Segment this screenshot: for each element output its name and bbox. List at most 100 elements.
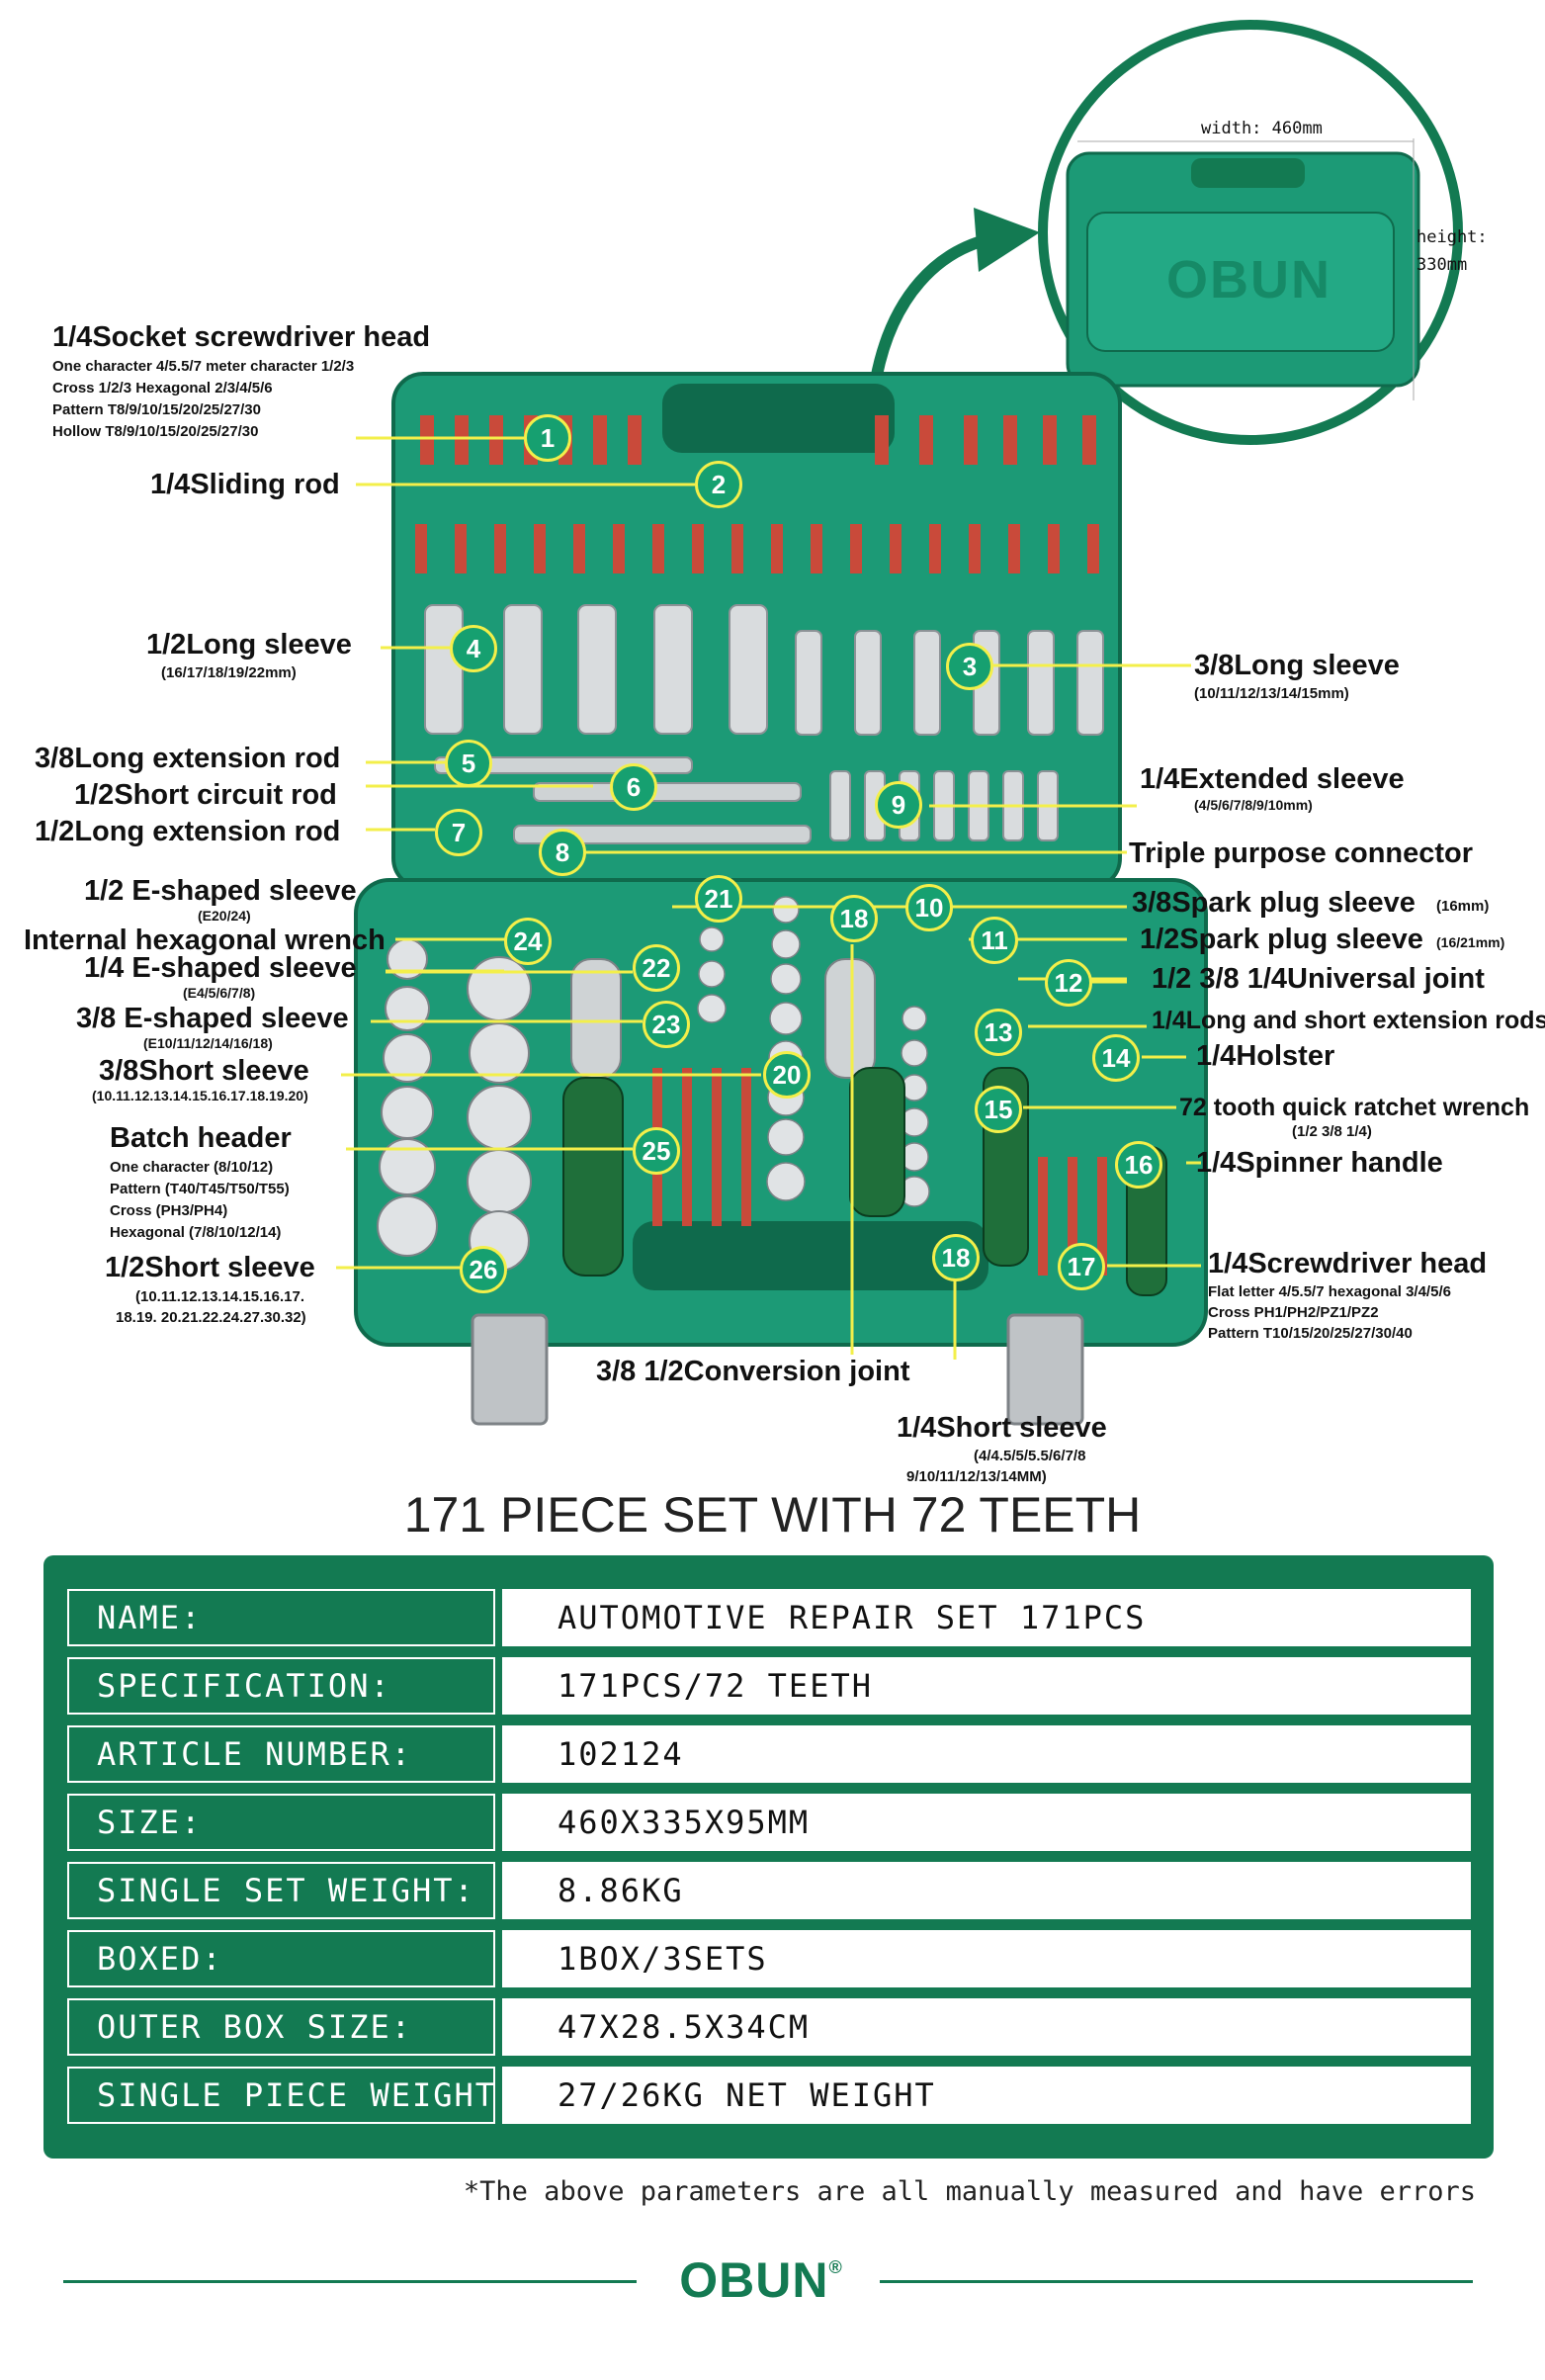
callout-8: 8: [539, 829, 586, 876]
spec-value: 47X28.5X34CM: [502, 1998, 1471, 2056]
label-1-line-4: Hollow T8/9/10/15/20/25/27/30: [52, 423, 259, 440]
callout-16: 16: [1115, 1141, 1162, 1189]
case-handle-bottom: [633, 1221, 988, 1290]
spec-label: SPECIFICATION:: [67, 1657, 495, 1715]
small-sockets: [697, 896, 930, 1207]
label-25-line-3: Cross (PH3/PH4): [110, 1202, 228, 1219]
label-25-line-4: Hexagonal (7/8/10/12/14): [110, 1224, 282, 1241]
spec-value: 171PCS/72 TEETH: [502, 1657, 1471, 1715]
spec-row: NAME: AUTOMOTIVE REPAIR SET 171PCS: [67, 1589, 1471, 1646]
label-batch-header: Batch header: [110, 1122, 292, 1154]
label-17-line-3: Pattern T10/15/20/25/27/30/40: [1208, 1325, 1413, 1342]
tool-case-illustration: [336, 20, 1463, 1426]
label-3-8-e-shaped-sleeve: 3/8 E-shaped sleeve: [76, 1003, 349, 1034]
callout-26: 26: [460, 1246, 507, 1293]
callout-24: 24: [504, 918, 552, 965]
label-spinner-handle: 1/4Spinner handle: [1196, 1147, 1443, 1179]
label-19-line-1: (4/4.5/5/5.5/6/7/8: [974, 1448, 1086, 1464]
long-sleeves: [424, 604, 1104, 736]
callout-22: 22: [633, 944, 680, 992]
ratchets: [562, 958, 1167, 1296]
product-photo: width: 460mm height: 330mm OBUN 1 2 3 4 …: [24, 20, 1545, 1485]
callout-15: 15: [975, 1086, 1022, 1133]
callout-18a: 18: [830, 895, 878, 942]
label-universal-joint: 1/2 3/8 1/4Universal joint: [1152, 963, 1485, 995]
label-conversion-joint: 3/8 1/2Conversion joint: [596, 1356, 910, 1387]
callout-13: 13: [975, 1009, 1022, 1056]
extension-rods: [434, 756, 812, 844]
label-11-sub: (16/21mm): [1436, 934, 1505, 950]
callout-21: 21: [695, 875, 742, 923]
spec-value: AUTOMOTIVE REPAIR SET 171PCS: [502, 1589, 1471, 1646]
label-1-line-2: Cross 1/2/3 Hexagonal 2/3/4/5/6: [52, 380, 273, 397]
label-socket-screwdriver-head: 1/4Socket screwdriver head: [52, 321, 431, 353]
spec-table: NAME: AUTOMOTIVE REPAIR SET 171PCS SPECI…: [43, 1555, 1494, 2159]
bits-row-2: [415, 524, 1099, 573]
case-handle-top: [662, 384, 895, 453]
label-3-8-long-sleeve: 3/8Long sleeve: [1194, 650, 1400, 681]
callout-14: 14: [1092, 1034, 1140, 1082]
callout-5: 5: [445, 740, 492, 787]
callout-17: 17: [1058, 1243, 1105, 1290]
spec-label: BOXED:: [67, 1930, 495, 1987]
spec-value: 460X335X95MM: [502, 1794, 1471, 1851]
label-extension-rods: 1/4Long and short extension rods: [1152, 1007, 1545, 1034]
label-half-long-sleeve: 1/2Long sleeve: [146, 629, 352, 661]
spec-row: SINGLE PIECE WEIGHT: 27/26KG NET WEIGHT: [67, 2067, 1471, 2124]
spec-label: ARTICLE NUMBER:: [67, 1725, 495, 1783]
callout-11: 11: [971, 917, 1018, 964]
label-15-sub: (1/2 3/8 1/4): [1292, 1123, 1372, 1140]
callout-23: 23: [643, 1001, 690, 1048]
inset-case-brand: OBUN: [1166, 250, 1331, 309]
spec-value: 8.86KG: [502, 1862, 1471, 1919]
label-25-line-1: One character (8/10/12): [110, 1159, 274, 1176]
spec-row: BOXED: 1BOX/3SETS: [67, 1930, 1471, 1987]
callout-2: 2: [695, 461, 742, 508]
callout-25: 25: [633, 1127, 680, 1175]
callout-18b: 18: [932, 1234, 980, 1281]
label-10-sub: (16mm): [1436, 898, 1490, 915]
label-23-sub: (E10/11/12/14/16/18): [143, 1035, 273, 1051]
spec-value: 1BOX/3SETS: [502, 1930, 1471, 1987]
spec-row: ARTICLE NUMBER: 102124: [67, 1725, 1471, 1783]
inset-width-label: width: 460mm: [1201, 119, 1323, 138]
spec-label: SINGLE SET WEIGHT:: [67, 1862, 495, 1919]
label-screwdriver-head: 1/4Screwdriver head: [1208, 1248, 1488, 1279]
disclaimer: *The above parameters are all manually m…: [463, 2176, 1476, 2207]
label-17-line-2: Cross PH1/PH2/PZ1/PZ2: [1208, 1304, 1379, 1321]
label-4-sub: (16/17/18/19/22mm): [161, 664, 297, 681]
spec-row: OUTER BOX SIZE: 47X28.5X34CM: [67, 1998, 1471, 2056]
label-1-2-spark-plug-sleeve: 1/2Spark plug sleeve: [1140, 924, 1423, 955]
label-1-line-1: One character 4/5.5/7 meter character 1/…: [52, 358, 355, 375]
spec-row: SIZE: 460X335X95MM: [67, 1794, 1471, 1851]
inset-arrowhead: [974, 208, 1040, 272]
label-sliding-rod: 1/4Sliding rod: [150, 469, 340, 500]
inset-height-value: 330mm: [1416, 255, 1468, 275]
label-19-line-2: 9/10/11/12/13/14MM): [906, 1468, 1047, 1485]
spec-label: SINGLE PIECE WEIGHT:: [67, 2067, 515, 2124]
callout-9: 9: [875, 781, 922, 829]
callout-lines: [336, 436, 1201, 1360]
label-short-circuit-rod: 1/2Short circuit rod: [74, 779, 337, 811]
label-25-line-2: Pattern (T40/T45/T50/T55): [110, 1181, 290, 1197]
spec-value: 27/26KG NET WEIGHT: [502, 2067, 1471, 2124]
label-1-2-long-extension-rod: 1/2Long extension rod: [35, 816, 341, 847]
label-quick-ratchet-wrench: 72 tooth quick ratchet wrench: [1179, 1094, 1530, 1121]
label-1-4-e-shaped-sleeve: 1/4 E-shaped sleeve: [84, 952, 357, 984]
label-1-2-e-shaped-sleeve: 1/2 E-shaped sleeve: [84, 875, 357, 907]
callout-1: 1: [524, 414, 571, 462]
label-17-line-1: Flat letter 4/5.5/7 hexagonal 3/4/5/6: [1208, 1283, 1451, 1300]
callout-12: 12: [1045, 959, 1092, 1007]
label-21-sub: (E20/24): [198, 908, 251, 924]
label-internal-hexagonal-wrench: Internal hexagonal wrench: [24, 925, 386, 956]
registered-mark: ®: [828, 2257, 843, 2277]
spec-label: SIZE:: [67, 1794, 495, 1851]
callout-3: 3: [946, 643, 993, 690]
label-26-line-1: (10.11.12.13.14.15.16.17.: [135, 1288, 304, 1305]
label-1-line-3: Pattern T8/9/10/15/20/25/27/30: [52, 401, 261, 418]
label-3-sub: (10/11/12/13/14/15mm): [1194, 685, 1349, 702]
inset-height-label: height:: [1416, 227, 1488, 247]
spec-row: SPECIFICATION: 171PCS/72 TEETH: [67, 1657, 1471, 1715]
spec-label: OUTER BOX SIZE:: [67, 1998, 495, 2056]
latch-left: [471, 1313, 549, 1426]
